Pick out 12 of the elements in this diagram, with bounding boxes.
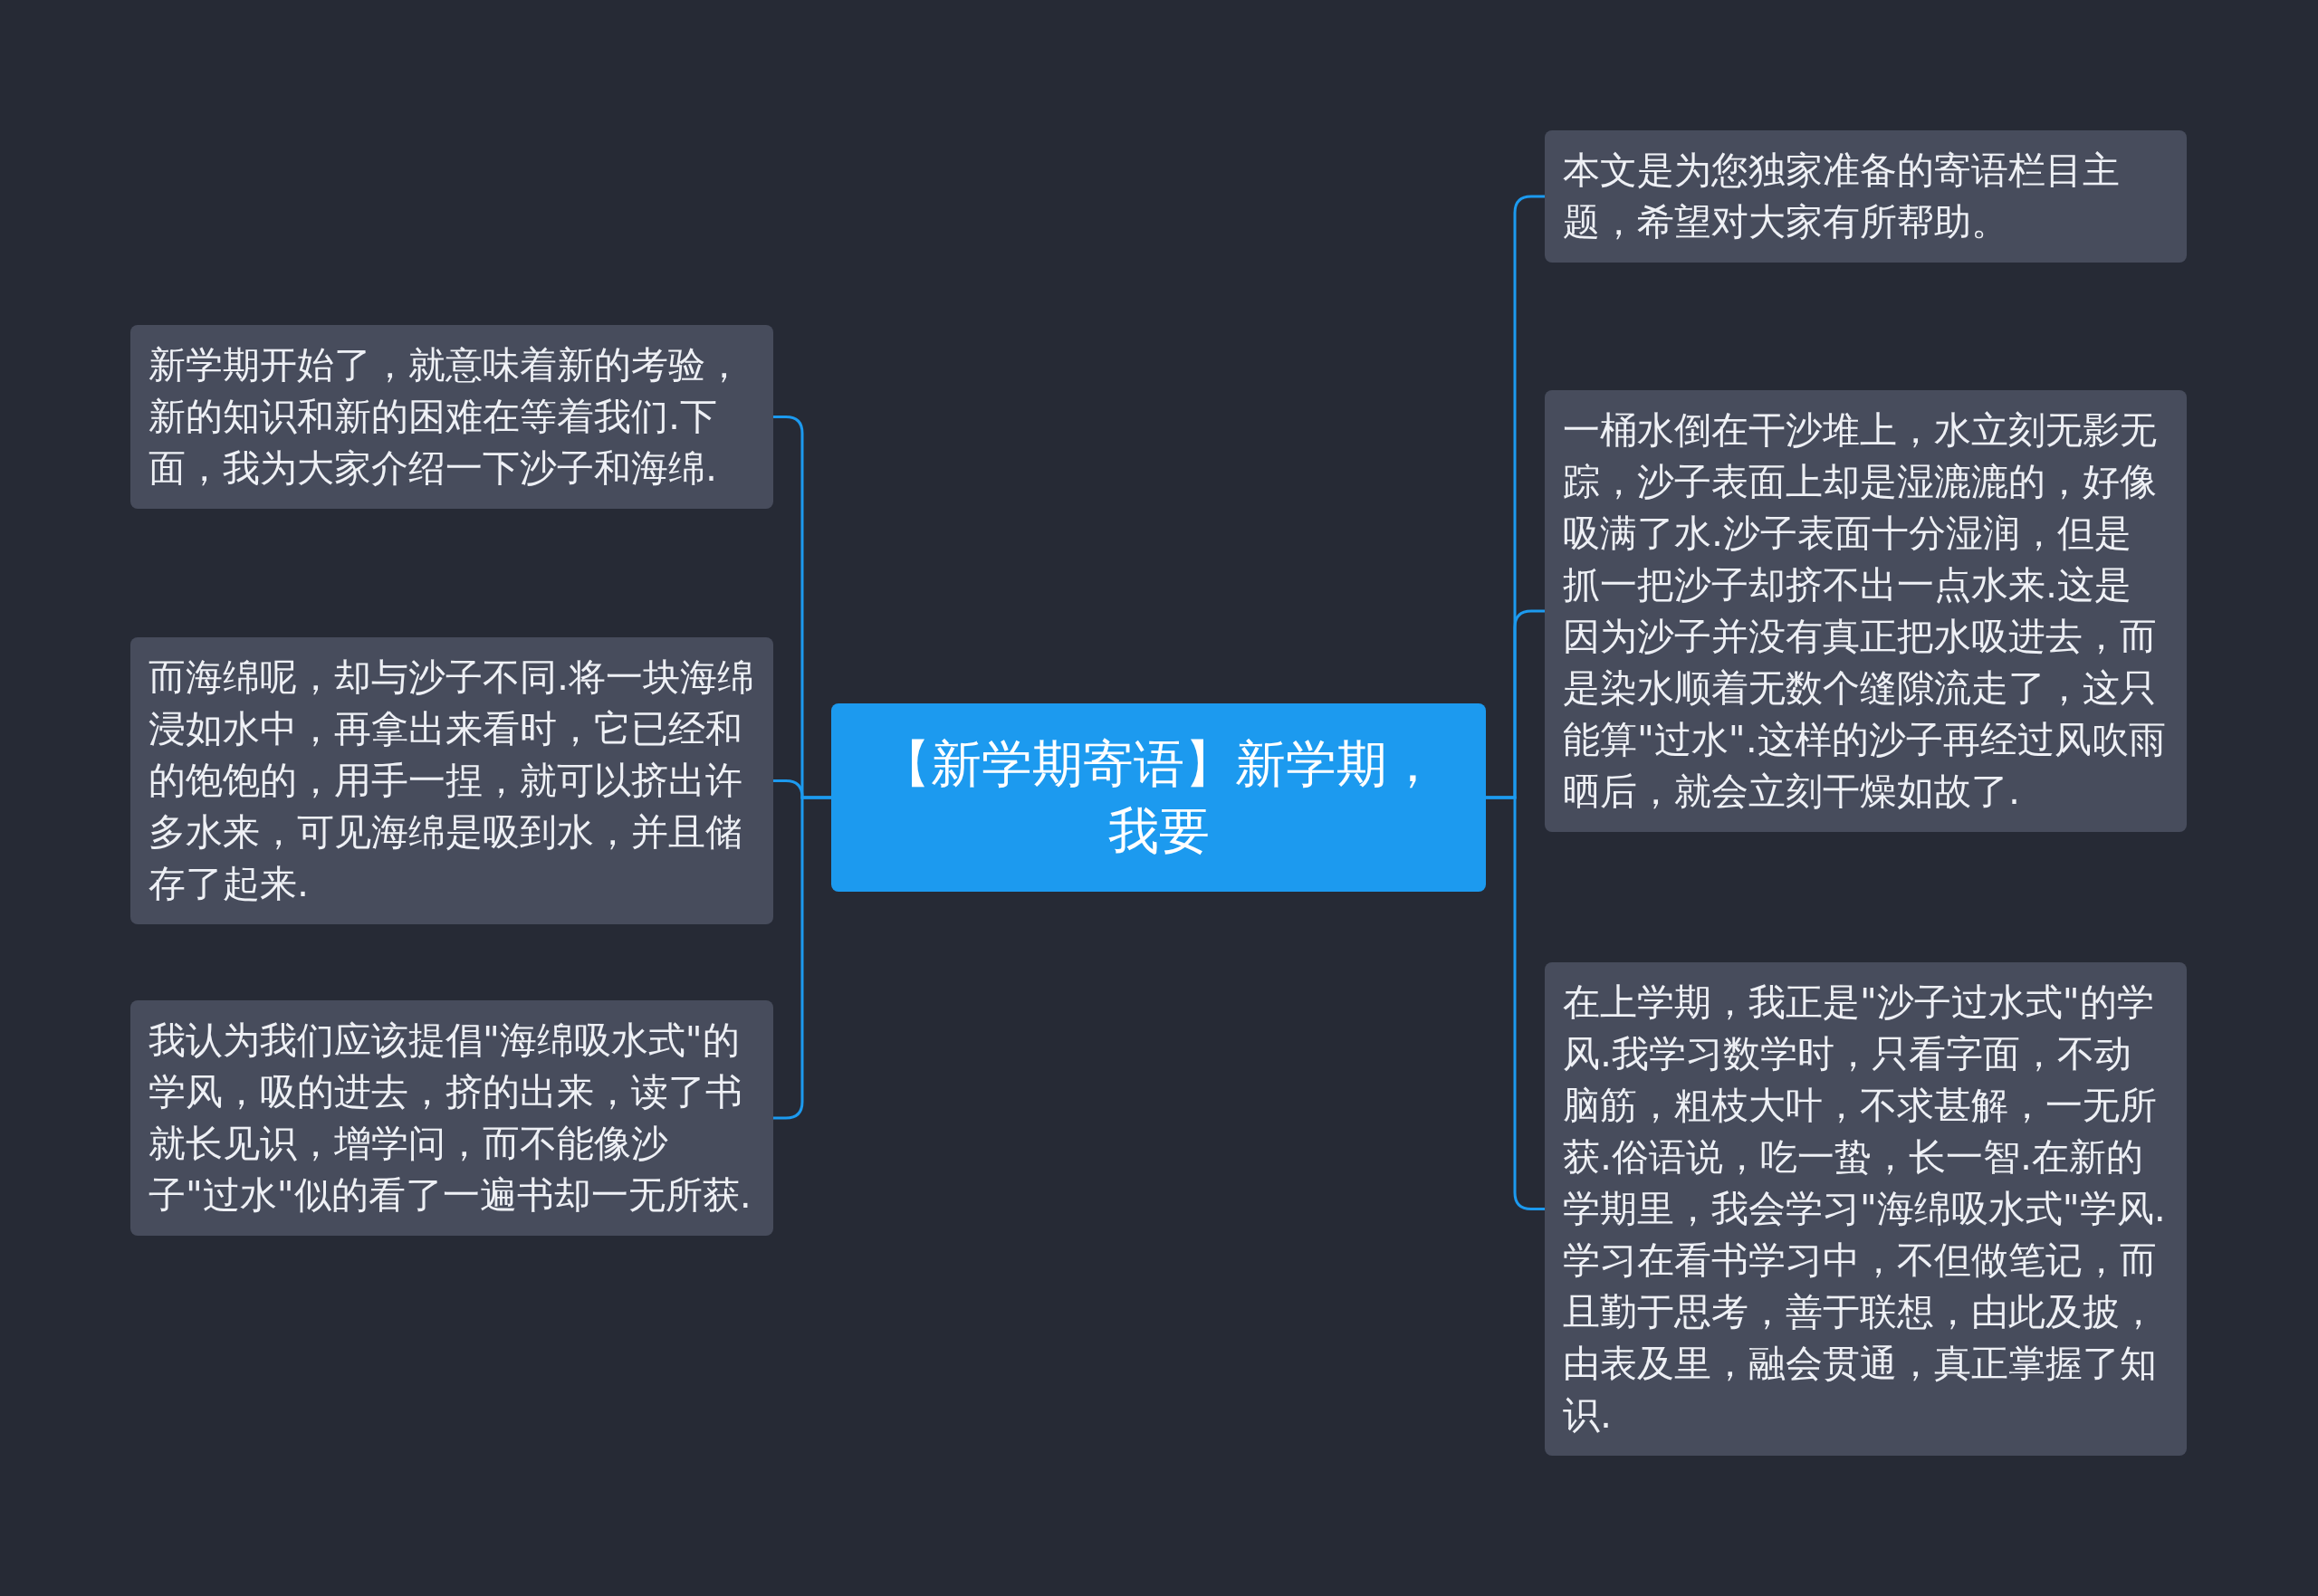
topic-text: 我认为我们应该提倡"海绵吸水式"的学风，吸的进去，挤的出来，读了书就长见识，增学问，而不能像沙子"过水"似的看了一遍书却一无所获. xyxy=(148,1018,752,1219)
central-topic xyxy=(831,703,1486,892)
topic-card xyxy=(130,637,773,924)
topic-text: 一桶水倒在干沙堆上，水立刻无影无踪，沙子表面上却是湿漉漉的，好像吸满了水.沙子表面十分湿润，但是抓一把沙子却挤不出一点水来.这是因为沙子并没有真正把水吸进去，而是染水顺着无数个缝隙流走了，这只能算"过水".这样的沙子再经过风吹雨晒后，就会立刻干燥如故了. xyxy=(1563,407,2167,815)
topic-text: 而海绵呢，却与沙子不同.将一块海绵浸如水中，再拿出来看时，它已经和的饱饱的，用手一捏，就可以挤出许多水来，可见海绵是吸到水，并且储存了起来. xyxy=(148,655,755,907)
topic-text: 本文是为您独家准备的寄语栏目主题，希望对大家有所帮助。 xyxy=(1563,148,2121,245)
topic-card xyxy=(130,1000,773,1236)
topic-text: 新学期开始了，就意味着新的考验，新的知识和新的困难在等着我们.下面，我为大家介绍一下沙子和海绵. xyxy=(148,342,743,492)
topic-card xyxy=(1545,130,2187,263)
topic-card xyxy=(130,325,773,509)
topic-text: 在上学期，我正是"沙子过水式"的学风.我学习数学时，只看字面，不动脑筋，粗枝大叶，不求甚解，一无所获.俗语说，吃一蛰，长一智.在新的学期里，我会学习"海绵吸水式"学风.学习在看书学习中，不但做笔记，而且勤于思考，善于联想，由此及披，由表及里，融会贯通，真正掌握了知识. xyxy=(1563,980,2167,1438)
topic-text: 【新学期寄语】新学期，我要 xyxy=(878,733,1439,862)
